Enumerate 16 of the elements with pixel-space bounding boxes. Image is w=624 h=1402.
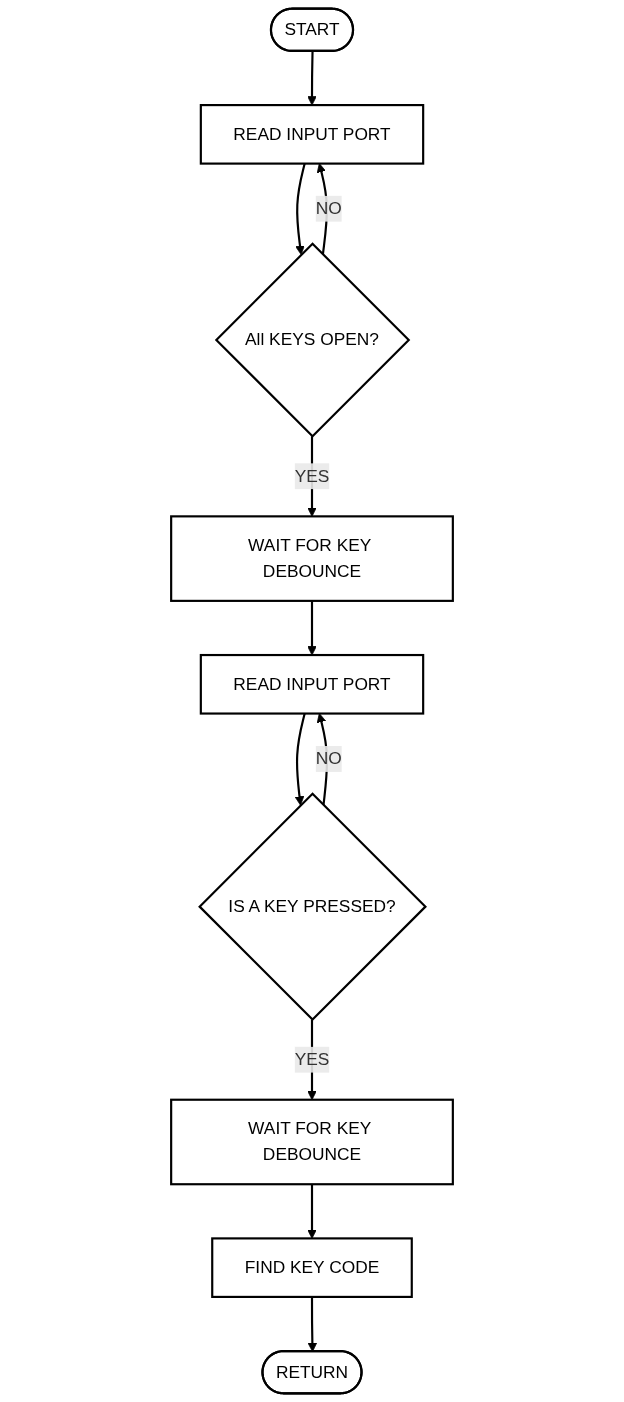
edge-label: YES xyxy=(294,466,330,485)
node-box: WAIT FOR KEY DEBOUNCE xyxy=(170,515,454,602)
arrow xyxy=(307,600,317,656)
node-box: WAIT FOR KEY DEBOUNCE xyxy=(170,1098,454,1186)
edge-label: NO xyxy=(315,198,342,218)
arrow xyxy=(307,51,317,106)
node-diamond: IS A KEY PRESSED? xyxy=(198,792,427,1022)
arrow xyxy=(307,1184,317,1239)
node-box: FIND KEY CODE xyxy=(211,1237,413,1298)
node-diamond: All KEYS OPEN? xyxy=(214,242,411,438)
node-box: READ INPUT PORT xyxy=(199,104,425,165)
edge-label: YES xyxy=(294,1049,330,1069)
arrow xyxy=(295,163,306,256)
arrow xyxy=(294,713,306,806)
edge-label: NO xyxy=(315,749,342,768)
node-box: READ INPUT PORT xyxy=(199,653,425,715)
